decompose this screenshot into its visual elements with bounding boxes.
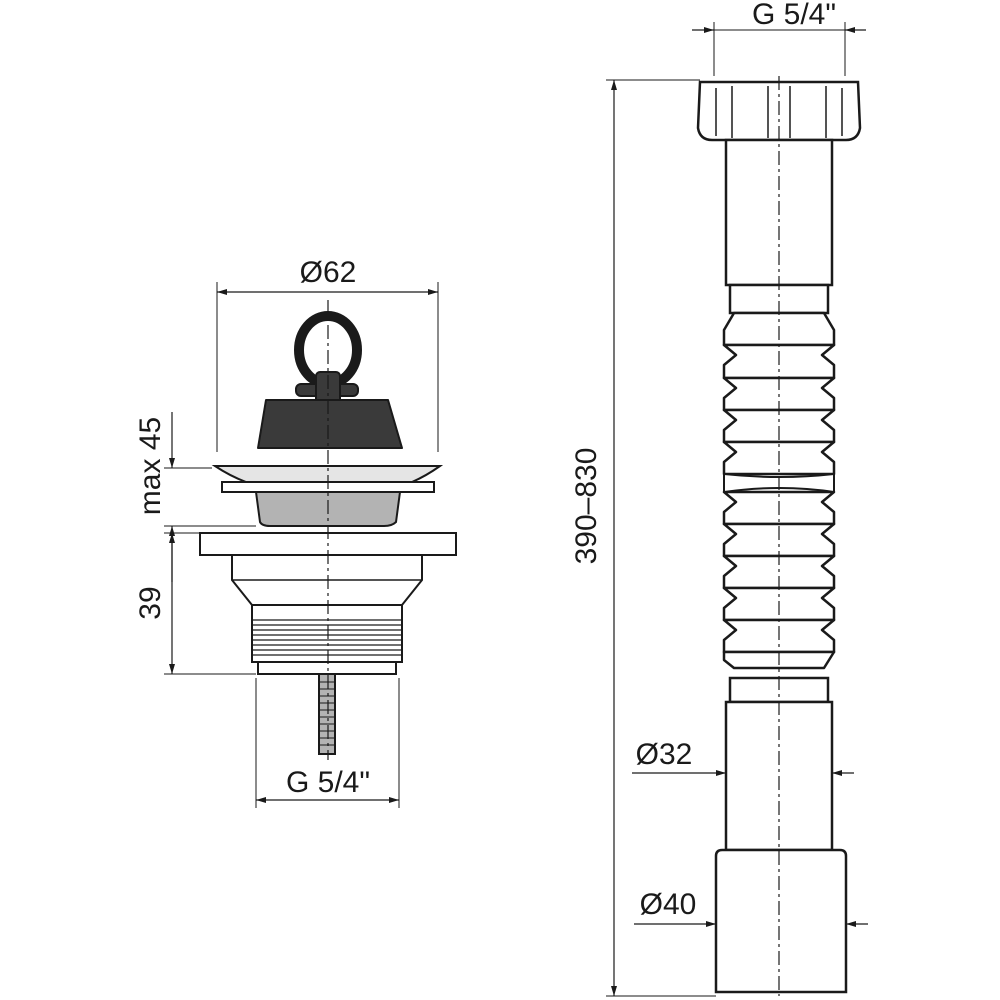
waste-valve: Ø62 max 45 39 G 5/4" [134,256,457,808]
dim-label-diameter-40: Ø40 [640,888,697,921]
dim-label-thread-pipe: G 5/4" [752,0,836,31]
dim-label-max-45: max 45 [134,417,167,515]
flexible-pipe: G 5/4" 390–830 Ø32 Ø40 [570,0,868,997]
rubber-stopper [257,399,403,449]
stopper-ring [294,311,362,405]
body-bottom-ring [257,661,397,675]
dim-label-thread-valve: G 5/4" [286,766,370,799]
threaded-body [251,604,403,663]
dim-label-diameter-62: Ø62 [300,256,357,289]
dimension-thread-valve: G 5/4" [255,678,400,808]
dimension-length: 390–830 [570,79,716,997]
dim-label-length: 390–830 [570,448,603,565]
dimension-diameter-32: Ø32 [632,738,854,776]
dimension-thread-pipe: G 5/4" [692,0,866,76]
dimension-diameter-62: Ø62 [216,256,439,452]
corrugated-hose [722,311,836,670]
dimension-max-45: max 45 [134,412,256,582]
dimension-diameter-40: Ø40 [634,888,868,927]
socket-end [714,848,848,994]
center-bolt [318,673,336,755]
dim-label-39: 39 [134,586,167,619]
dimension-height-39: 39 [134,532,256,675]
dim-label-diameter-32: Ø32 [636,738,693,771]
